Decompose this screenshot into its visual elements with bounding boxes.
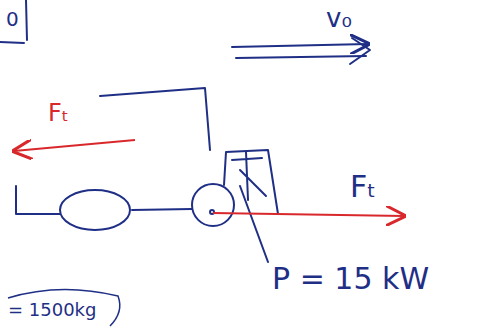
velocity-arrow — [232, 44, 368, 47]
velocity-label: v₀ — [326, 4, 352, 33]
resistance-force-label: Fₜ — [48, 100, 69, 126]
box-fragment — [0, 0, 27, 43]
corner-mark: 0 — [6, 8, 19, 30]
car-floor — [132, 209, 192, 210]
car-rear — [16, 186, 60, 214]
rear-wheel — [60, 190, 130, 230]
resistance-force-arrow — [14, 140, 135, 151]
power-label: P = 15 kW — [272, 262, 429, 295]
velocity-arrow-head — [350, 38, 370, 64]
traction-force-arrow — [213, 213, 404, 216]
engine-housing — [224, 150, 278, 214]
traction-force-label: Fₜ — [350, 170, 376, 203]
mass-oval — [8, 289, 120, 326]
engine-symbol — [232, 152, 266, 200]
front-wheel — [192, 184, 234, 226]
mass-label: = 1500kg — [8, 300, 96, 320]
velocity-arrow-line — [236, 56, 366, 58]
power-leader — [240, 186, 268, 262]
